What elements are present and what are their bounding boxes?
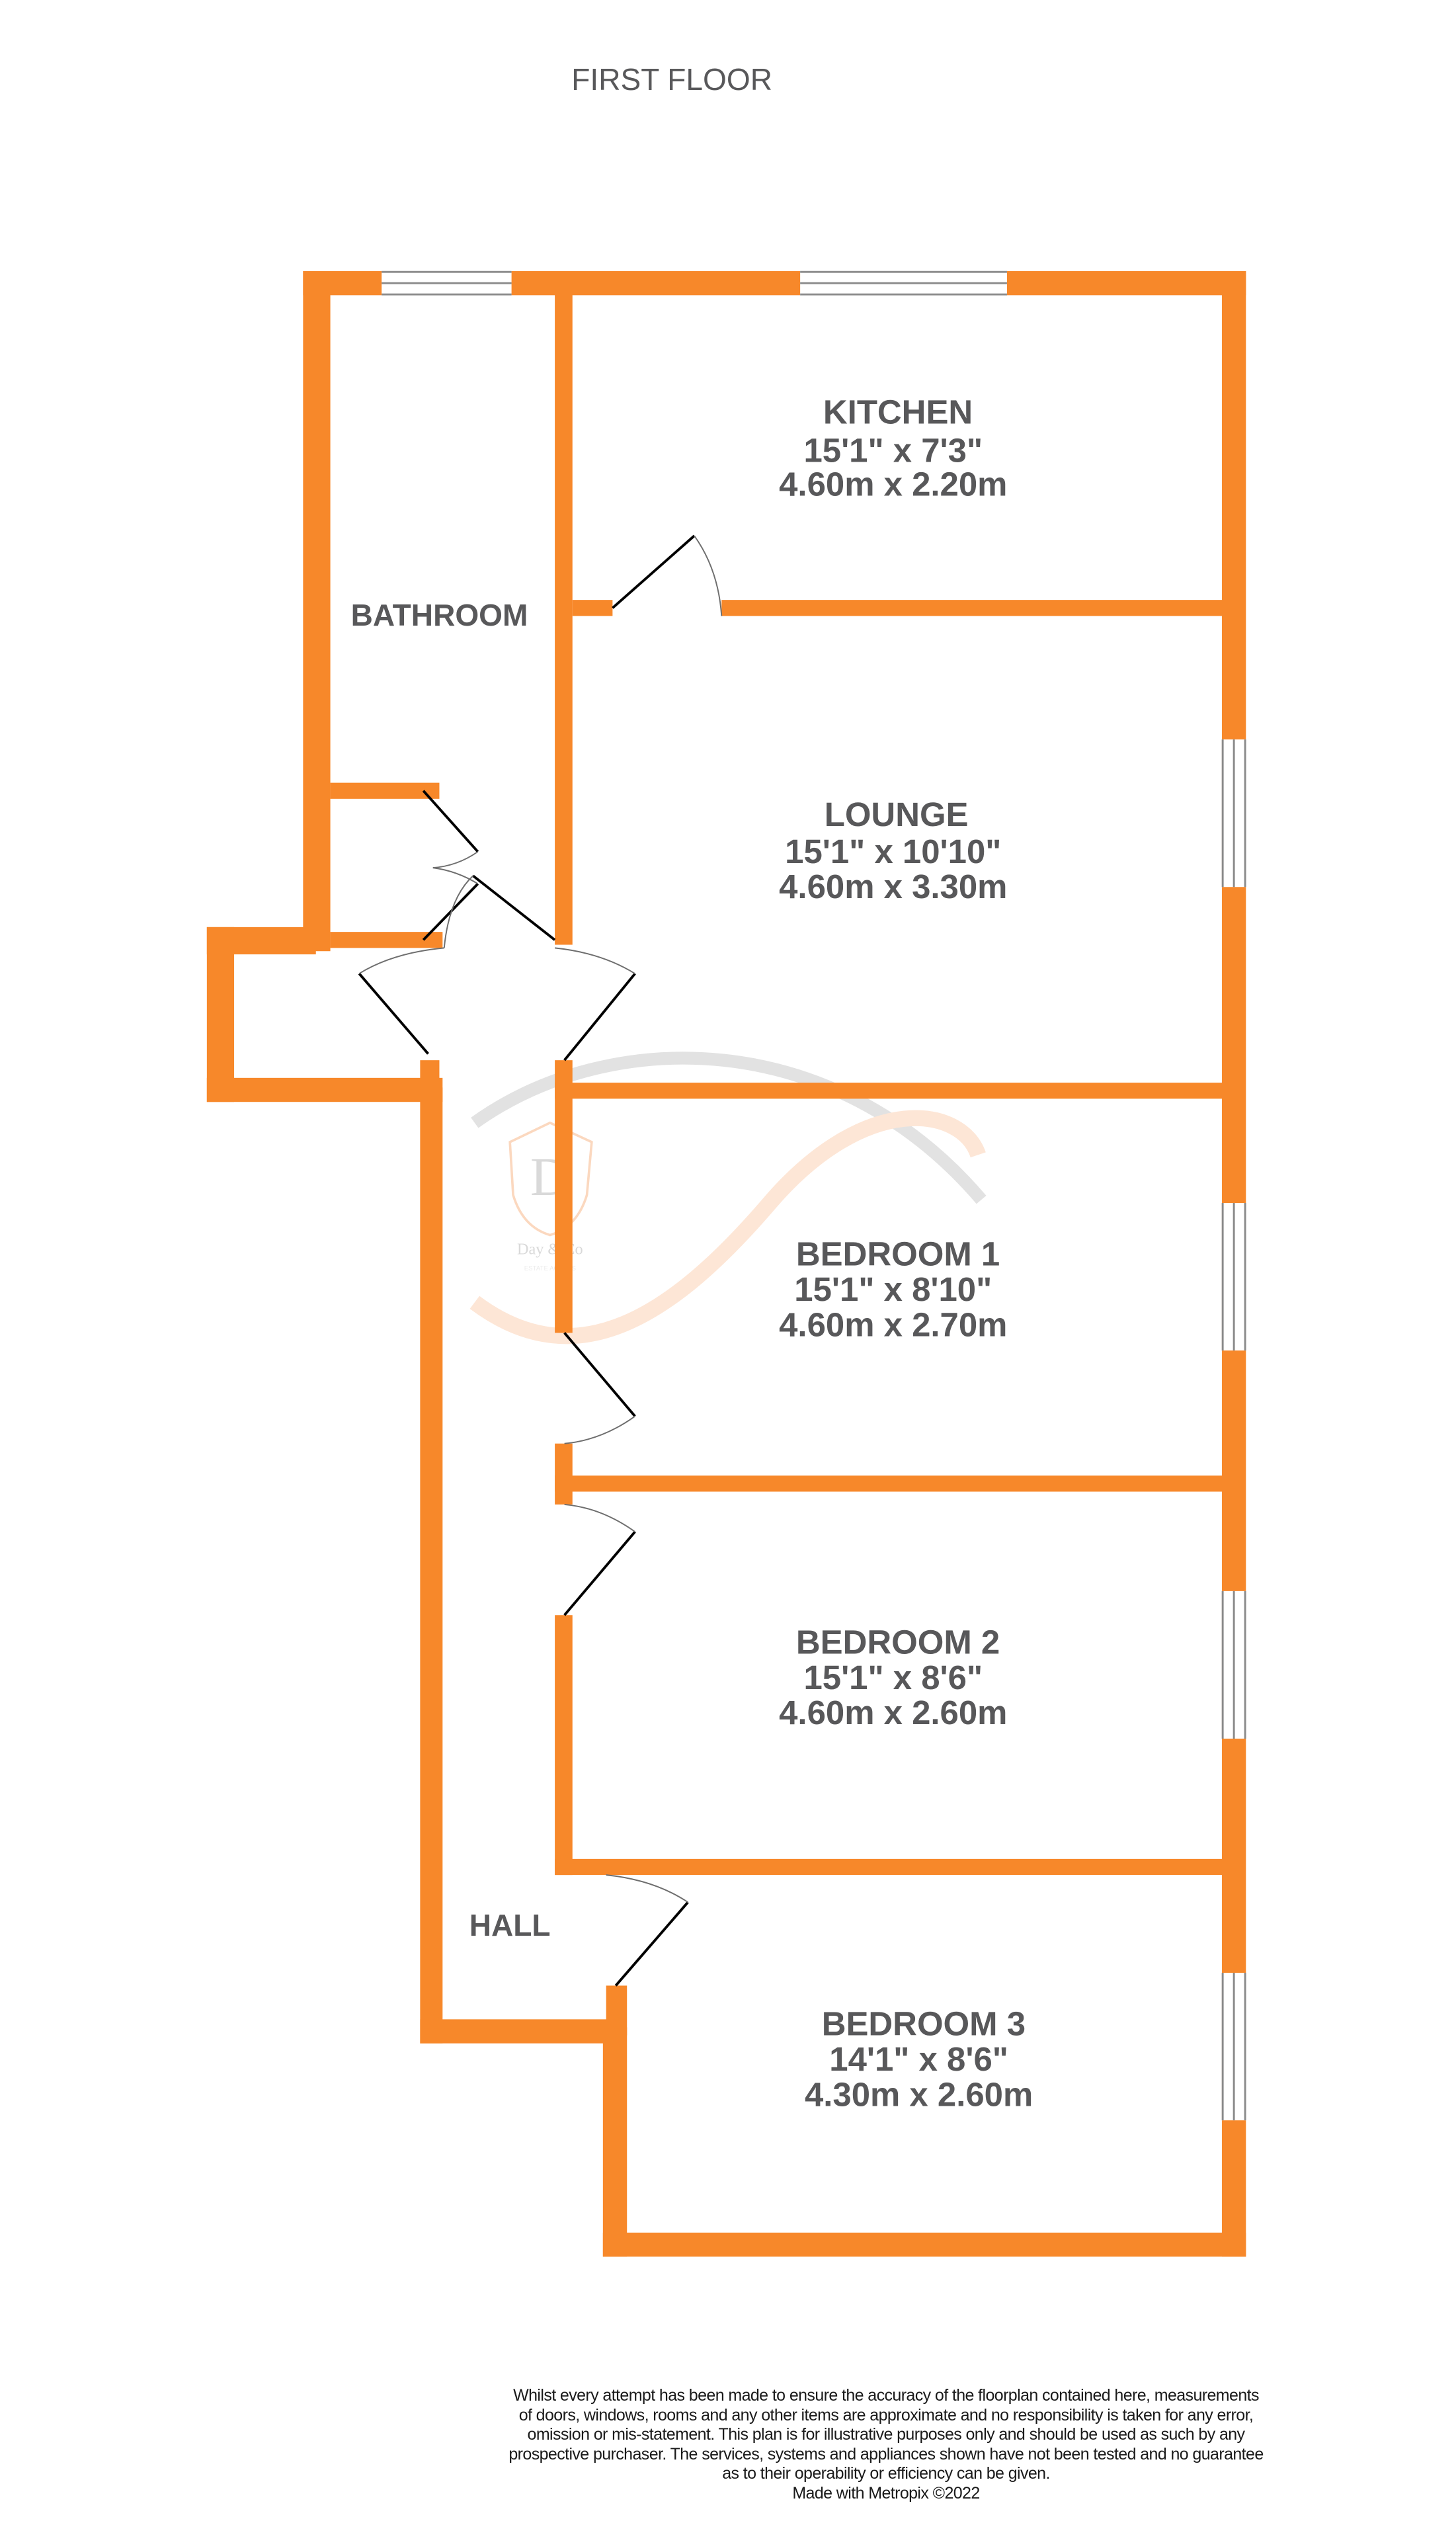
credit-line: Made with Metropix ©2022	[792, 2483, 980, 2502]
door-bedroom-1[interactable]	[563, 1332, 636, 1444]
room-name: BATHROOM	[351, 598, 528, 632]
floor-title: FIRST FLOOR	[571, 62, 772, 97]
room-label-bedroom-1: BEDROOM 1 15'1" x 8'10" 4.60m x 2.70m	[779, 1235, 1007, 1344]
room-name: BEDROOM 1	[796, 1235, 1000, 1273]
room-size-imperial: 14'1" x 8'6"	[829, 2040, 1008, 2078]
door-bathroom-upper[interactable]	[422, 790, 479, 869]
door-kitchen[interactable]	[612, 534, 723, 616]
disclaimer: Whilst every attempt has been made to en…	[423, 2386, 1349, 2503]
room-name: HALL	[469, 1908, 551, 1942]
door-closet[interactable]	[358, 947, 444, 1055]
walls	[206, 270, 1246, 2257]
room-label-hall: HALL	[469, 1908, 551, 1942]
watermark-shield-icon	[508, 1121, 593, 1237]
window-bathroom-top	[382, 270, 512, 296]
door-lounge[interactable]	[554, 947, 636, 1061]
room-size-imperial: 15'1" x 10'10"	[785, 833, 1001, 870]
room-size-metric: 4.60m x 2.70m	[779, 1305, 1007, 1343]
room-label-bathroom: BATHROOM	[351, 598, 528, 632]
room-size-imperial: 15'1" x 7'3"	[803, 432, 983, 470]
room-size-metric: 4.60m x 3.30m	[779, 868, 1007, 905]
door-bathroom-lower[interactable]	[422, 867, 479, 941]
room-size-metric: 4.60m x 2.60m	[779, 1694, 1007, 1731]
room-name: BEDROOM 2	[796, 1623, 1000, 1661]
room-size-metric: 4.30m x 2.60m	[805, 2075, 1033, 2113]
door-bedroom-2[interactable]	[563, 1503, 636, 1616]
disclaimer-line: prospective purchaser. The services, sys…	[508, 2444, 1264, 2463]
room-name: KITCHEN	[823, 393, 973, 431]
room-label-lounge: LOUNGE 15'1" x 10'10" 4.60m x 3.30m	[779, 796, 1007, 905]
room-label-bedroom-3: BEDROOM 3 14'1" x 8'6" 4.30m x 2.60m	[805, 2005, 1033, 2114]
window-bedroom-1	[1221, 1202, 1246, 1351]
disclaimer-line: omission or mis-statement. This plan is …	[527, 2425, 1246, 2444]
disclaimer-line: Whilst every attempt has been made to en…	[513, 2386, 1259, 2405]
window-lounge	[1221, 739, 1246, 888]
window-bedroom-3	[1221, 1973, 1246, 2121]
disclaimer-line: as to their operability or efficiency ca…	[722, 2464, 1050, 2483]
disclaimer-line: of doors, windows, rooms and any other i…	[518, 2405, 1254, 2424]
room-size-imperial: 15'1" x 8'10"	[794, 1270, 992, 1308]
door-bedroom-3[interactable]	[606, 1874, 689, 1987]
watermark-brand: Day & Co	[517, 1241, 583, 1259]
room-label-bedroom-2: BEDROOM 2 15'1" x 8'6" 4.60m x 2.60m	[779, 1623, 1007, 1731]
room-name: LOUNGE	[825, 796, 969, 833]
room-size-metric: 4.60m x 2.20m	[779, 466, 1007, 503]
watermark-subtitle: ESTATE AGENTS	[524, 1265, 577, 1272]
room-label-kitchen: KITCHEN 15'1" x 7'3" 4.60m x 2.20m	[779, 393, 1007, 503]
door-hall-bathroom[interactable]	[443, 874, 556, 948]
room-size-imperial: 15'1" x 8'6"	[803, 1659, 983, 1696]
watermark-grey-swoosh	[471, 1052, 987, 1204]
room-name: BEDROOM 3	[822, 2005, 1026, 2043]
window-kitchen-top	[800, 270, 1007, 296]
window-bedroom-2	[1221, 1591, 1246, 1739]
